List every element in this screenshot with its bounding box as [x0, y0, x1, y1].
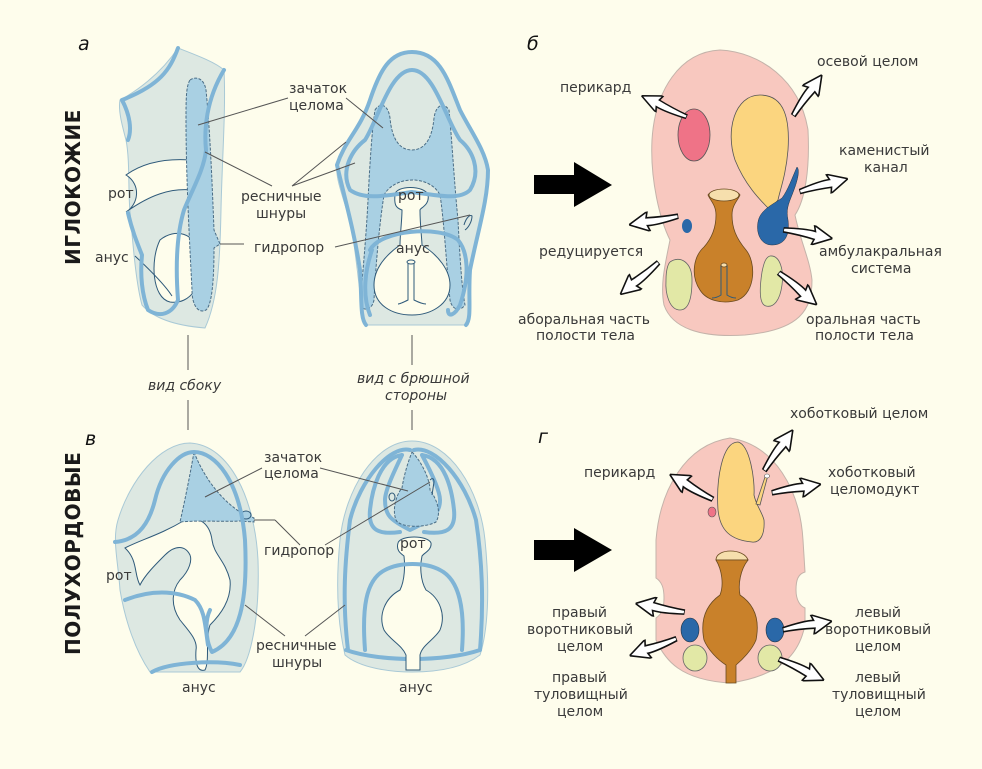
- label-left-trunk-1: левый: [855, 670, 901, 686]
- big-arrow-top: [534, 162, 612, 207]
- panel-b-labels: перикард осевой целом каменистый канал р…: [518, 54, 942, 344]
- proboscis-coelom: [717, 441, 765, 543]
- arrow-aboral: [613, 254, 665, 303]
- label-coelom-anlage-2: целома: [289, 98, 344, 114]
- label-ventral-view-1: вид с брюшной: [357, 371, 470, 387]
- label-mouth-side: рот: [108, 186, 134, 202]
- label-oral-1: оральная часть: [806, 312, 921, 328]
- hydrocoel-b: [757, 166, 799, 246]
- label-right-trunk-3: целом: [557, 704, 603, 720]
- label-proboscis-duct-2: целомодукт: [830, 482, 919, 498]
- label-pericardium-g: перикард: [584, 465, 655, 481]
- label-right-trunk-2: туловищный: [534, 687, 628, 703]
- coelom-anlage-tornaria: [179, 450, 255, 523]
- label-right-collar-1: правый: [552, 605, 607, 621]
- label-oral-2: полости тела: [815, 328, 914, 344]
- label-reduced: редуцируется: [539, 244, 643, 260]
- label-ventral-view-2: стороны: [385, 388, 447, 404]
- aboral-somatocoel: [665, 258, 693, 311]
- label-left-collar-1: левый: [855, 605, 901, 621]
- left-trunk-coelom: [757, 644, 783, 672]
- hemichordate-larva-side-view: [113, 442, 275, 674]
- coelom-anlage-ventral-tornaria: [393, 451, 439, 527]
- label-mouth-v-ventral: рот: [400, 536, 426, 552]
- label-hydropore-v: гидропор: [264, 543, 334, 559]
- label-right-collar-2: воротниковый: [527, 622, 633, 638]
- label-aboral-1: аборальная часть: [518, 312, 650, 328]
- label-mouth-v-side: рот: [106, 568, 132, 584]
- label-left-trunk-2: туловищный: [832, 687, 926, 703]
- panel-v-labels: зачаток целома гидропор рот ресничные шн…: [106, 450, 433, 696]
- reduced-coelom-b: [682, 219, 692, 233]
- gut-b: [693, 189, 754, 303]
- label-anus-side: анус: [95, 250, 129, 266]
- label-pericardium-b: перикард: [560, 80, 631, 96]
- right-trunk-coelom: [682, 644, 708, 672]
- label-left-trunk-3: целом: [855, 704, 901, 720]
- label-ciliary-bands-v-2: шнуры: [272, 655, 322, 671]
- label-coelom-anlage-v-2: целома: [264, 466, 319, 482]
- hemichordate-larva-ventral-view: [337, 440, 489, 673]
- label-anus-ventral: анус: [396, 241, 430, 257]
- panel-letter-a: а: [78, 33, 90, 55]
- ventral-mouth: [373, 187, 451, 316]
- label-right-trunk-1: правый: [552, 670, 607, 686]
- label-anus-v-ventral: анус: [399, 680, 433, 696]
- ciliary-band-side: [120, 46, 226, 317]
- echinoderm-larva-side-view: [119, 46, 244, 329]
- panel-letter-v: в: [85, 428, 96, 450]
- label-left-collar-2: воротниковый: [825, 622, 931, 638]
- label-ciliary-bands-1: ресничные: [241, 189, 322, 205]
- label-stone-canal-2: канал: [864, 160, 908, 176]
- label-axial-coelom: осевой целом: [817, 54, 918, 70]
- left-collar-coelom: [765, 617, 785, 643]
- gut-g: [702, 559, 758, 684]
- label-ambulacral-1: амбулакральная: [819, 244, 942, 260]
- label-mouth-ventral: рот: [398, 188, 424, 204]
- label-ciliary-bands-2: шнуры: [256, 206, 306, 222]
- hemichordate-coelom-fate: [534, 424, 834, 690]
- label-hydropore: гидропор: [254, 240, 324, 256]
- echinoderm-coelom-fate: [534, 49, 851, 337]
- coelom-anlage-side: [185, 77, 221, 312]
- label-anus-v-side: анус: [182, 680, 216, 696]
- label-ambulacral-2: система: [851, 261, 911, 277]
- panel-g-labels: хоботковый целом перикард хоботковый цел…: [527, 406, 931, 720]
- pericardium-b: [677, 108, 711, 162]
- group-title-echinoderms: ИГЛОКОЖИЕ: [61, 109, 85, 265]
- pericardium-g: [707, 506, 717, 518]
- label-stone-canal-1: каменистый: [839, 143, 929, 159]
- panel-letter-b: б: [527, 33, 539, 55]
- panel-letter-g: г: [538, 426, 549, 448]
- right-collar-coelom: [680, 617, 700, 643]
- label-aboral-2: полости тела: [536, 328, 635, 344]
- label-right-collar-3: целом: [557, 639, 603, 655]
- big-arrow-bottom: [534, 528, 612, 572]
- ciliary-band-ventral: [335, 50, 490, 327]
- larva-mouth: [125, 159, 193, 213]
- panel-a-labels: зачаток целома ресничные шнуры гидропор …: [95, 81, 471, 266]
- label-left-collar-3: целом: [855, 639, 901, 655]
- label-coelom-anlage-v-1: зачаток: [264, 450, 322, 466]
- label-coelom-anlage-1: зачаток: [289, 81, 347, 97]
- view-labels: вид сбоку вид с брюшной стороны: [148, 335, 470, 430]
- ventral-gut-tornaria: [381, 536, 443, 671]
- label-proboscis-duct-1: хоботковый: [828, 465, 916, 481]
- label-ciliary-bands-v-1: ресничные: [256, 638, 337, 654]
- group-title-hemichordates: ПОЛУХОРДОВЫЕ: [61, 452, 85, 655]
- ciliary-band-tornaria: [113, 450, 248, 674]
- label-proboscis-coelom: хоботковый целом: [790, 406, 928, 422]
- label-side-view: вид сбоку: [148, 378, 222, 394]
- echinoderm-larva-ventral-view: [335, 50, 490, 327]
